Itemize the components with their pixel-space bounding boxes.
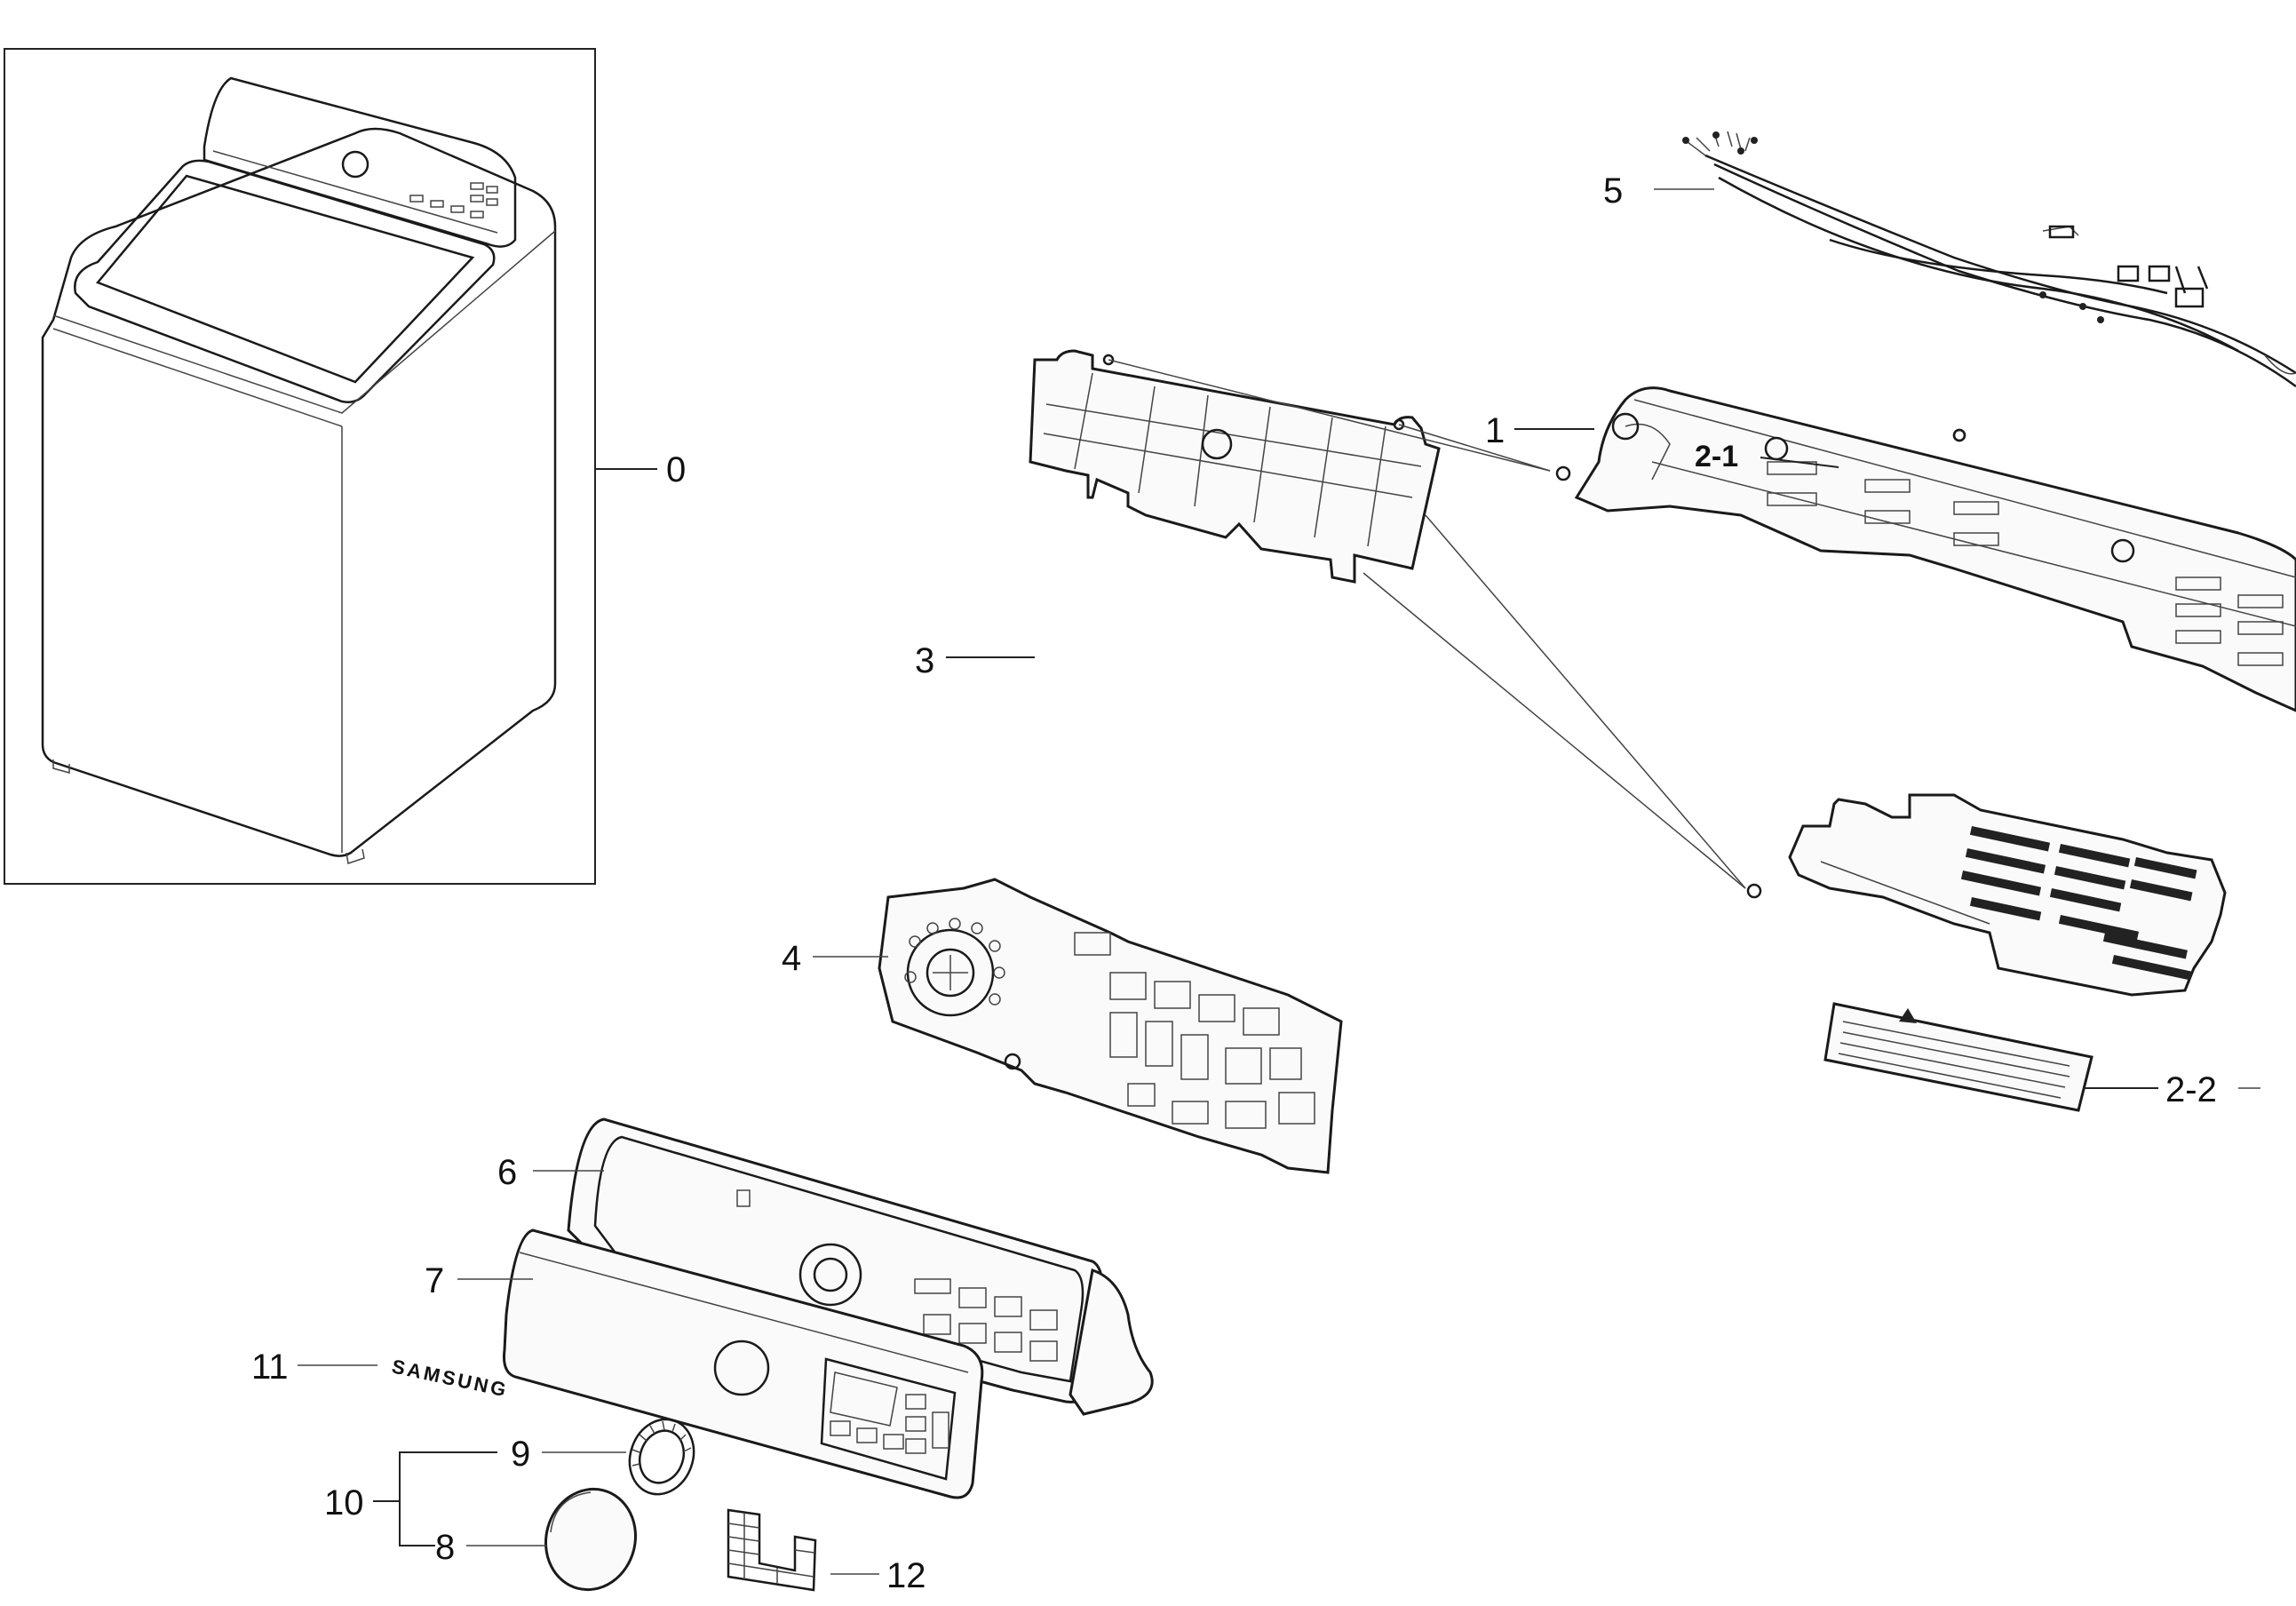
knob-assembly-bracket: 10 xyxy=(324,1451,497,1546)
label-11: 11 xyxy=(251,1348,289,1387)
noise-filter-cover: 2-1 xyxy=(1695,440,2227,997)
main-pcb-assembly: 4 xyxy=(782,878,1343,1174)
label-2-2: 2-2 xyxy=(2165,1070,2217,1109)
control-panel-frame: 6 xyxy=(497,1117,1154,1416)
knob-ring: 9 xyxy=(511,1418,695,1496)
rear-frame-bracket: 1 xyxy=(1485,386,2296,712)
knob: 8 xyxy=(435,1487,637,1592)
label-6: 6 xyxy=(497,1153,517,1192)
label-12: 12 xyxy=(886,1556,926,1595)
label-0: 0 xyxy=(666,450,686,489)
label-10: 10 xyxy=(324,1483,364,1523)
button-seal: 12 xyxy=(727,1508,926,1595)
warning-label: 2-2 xyxy=(1823,1002,2260,1112)
label-8: 8 xyxy=(435,1528,455,1567)
label-4: 4 xyxy=(782,939,801,978)
label-3: 3 xyxy=(915,641,934,680)
front-control-panel: 7 xyxy=(425,1228,984,1499)
samsung-logo-badge: SAMSUNG 11 xyxy=(251,1348,511,1402)
pcb-cover: 3 xyxy=(915,349,1966,899)
label-9: 9 xyxy=(511,1435,530,1474)
label-2-1: 2-1 xyxy=(1695,440,1738,473)
washer-inset: 0 xyxy=(4,48,686,885)
label-7: 7 xyxy=(425,1261,444,1300)
samsung-logo: SAMSUNG xyxy=(390,1355,511,1401)
label-1: 1 xyxy=(1485,411,1505,450)
label-5: 5 xyxy=(1603,171,1623,211)
wire-harness: 5 xyxy=(1603,131,2296,388)
